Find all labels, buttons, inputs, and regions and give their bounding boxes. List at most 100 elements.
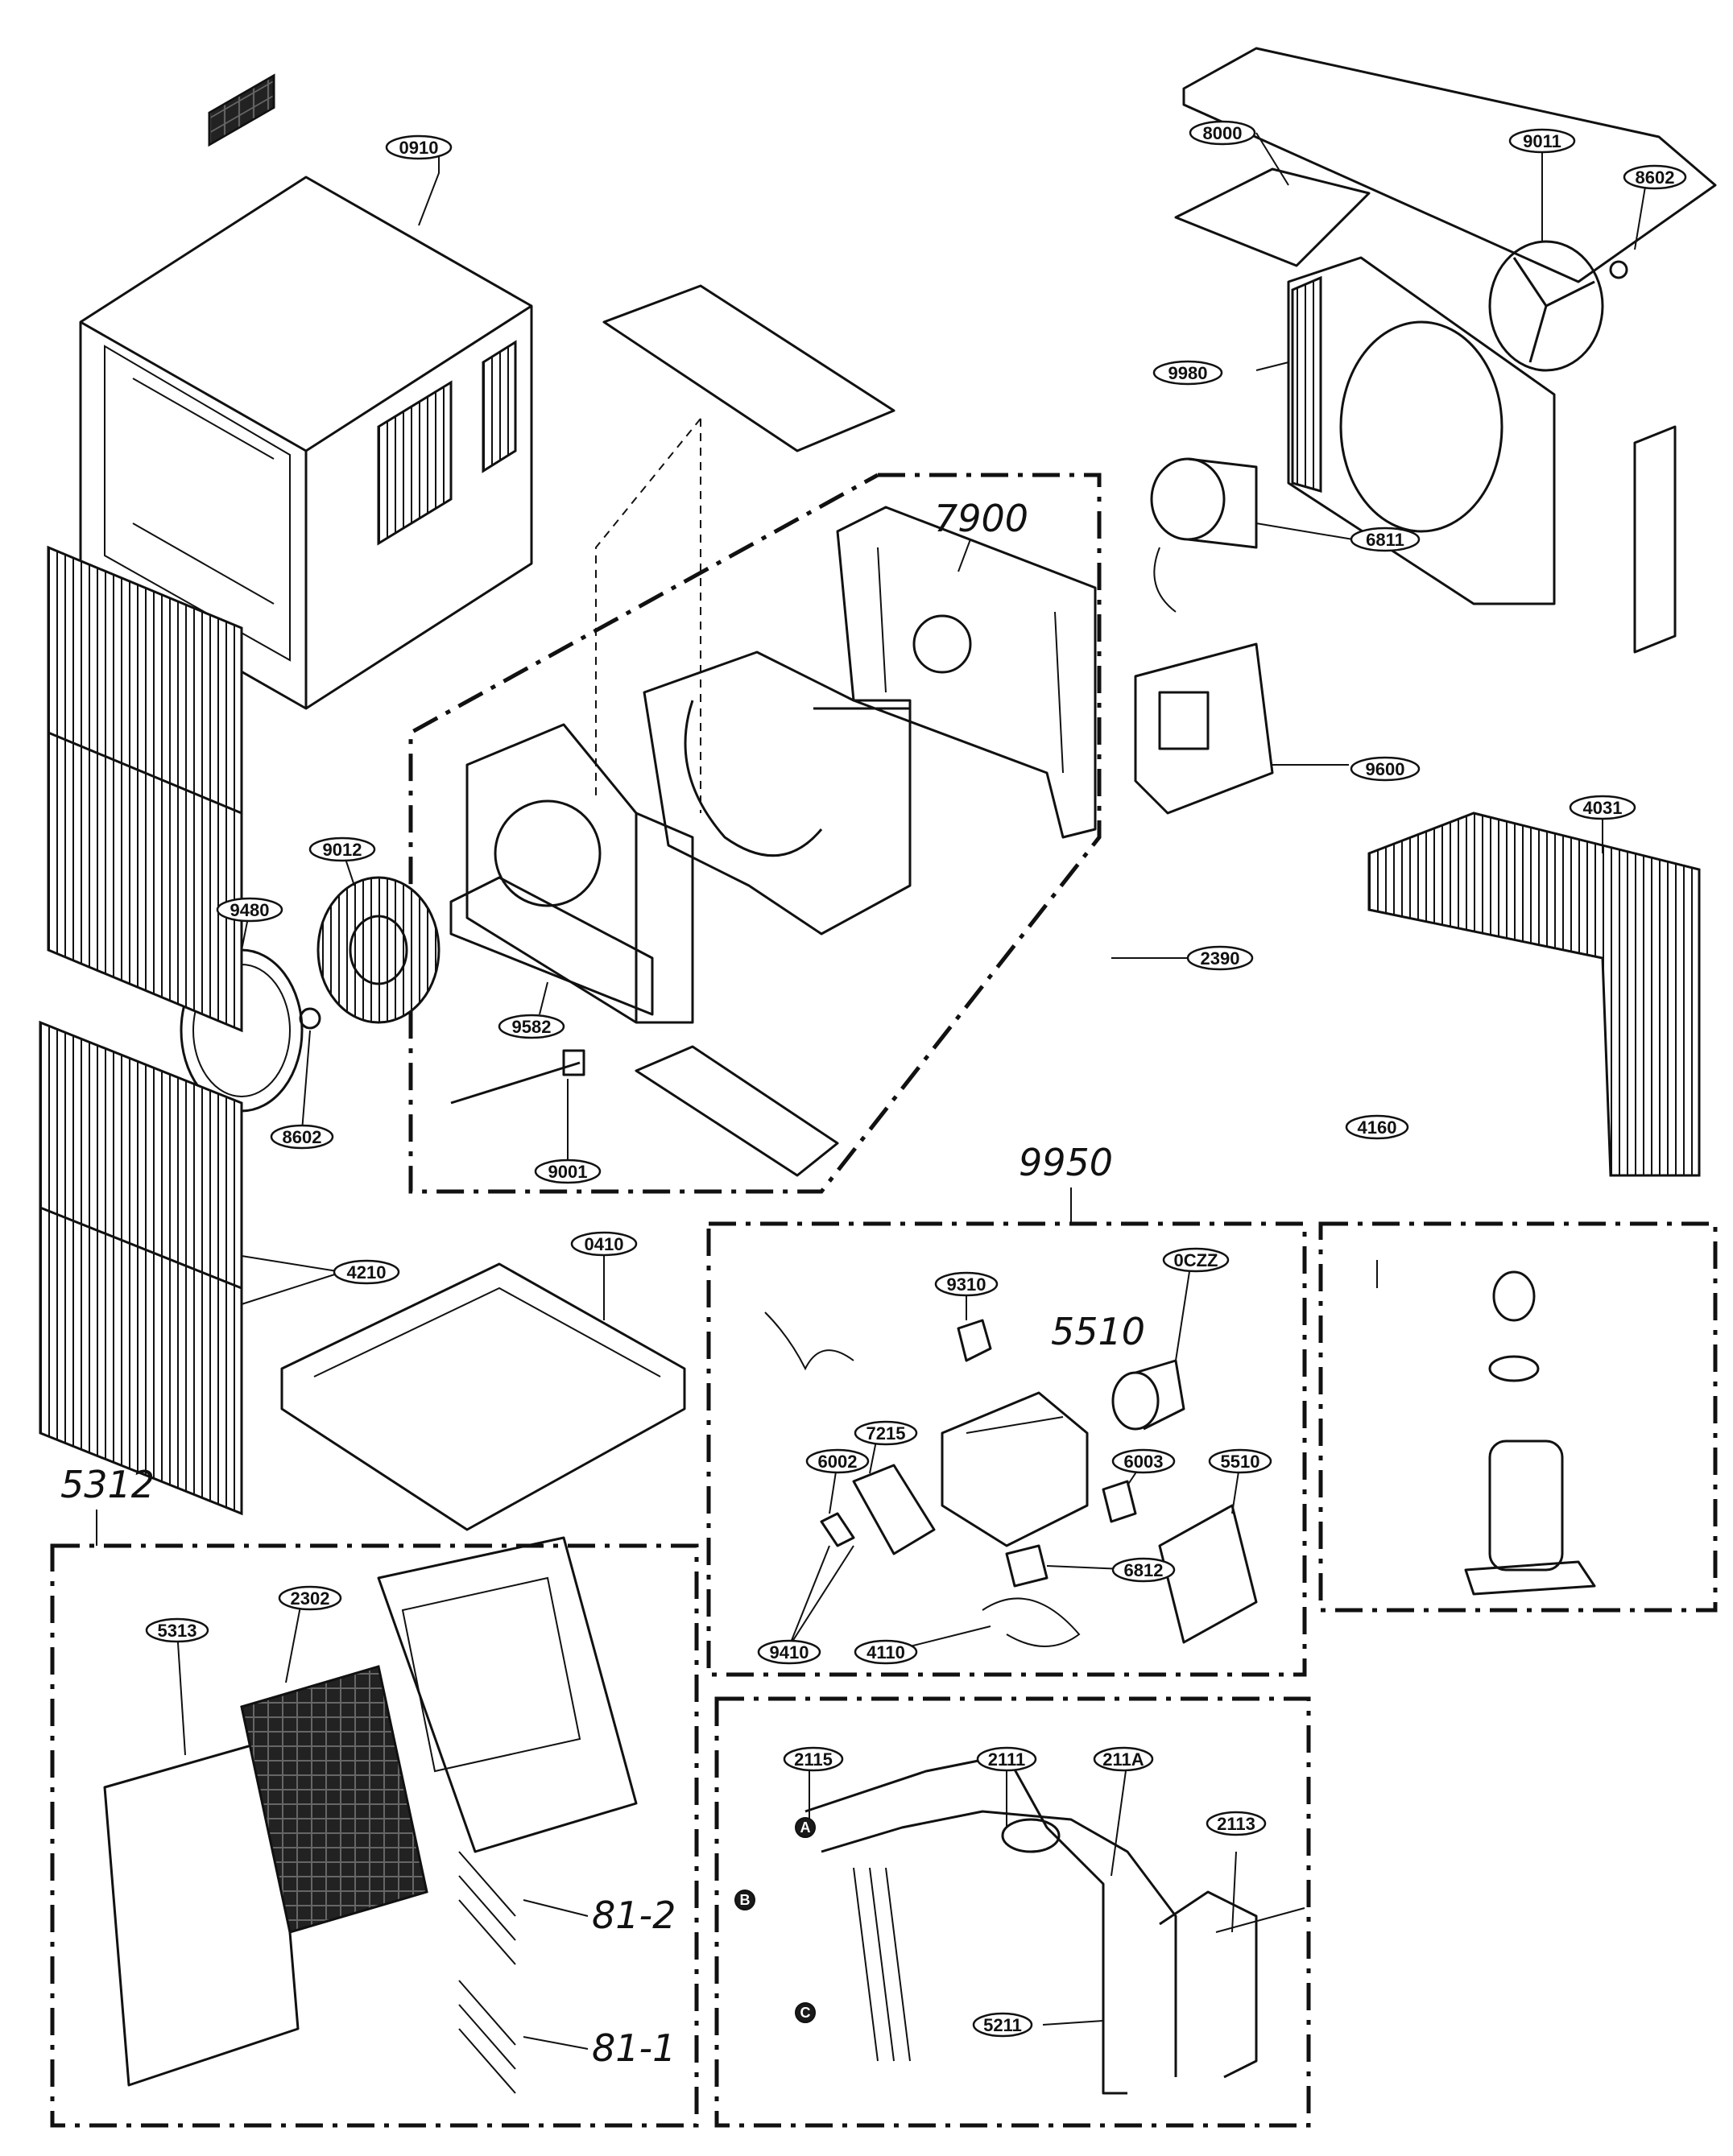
component-6003 [1102, 1480, 1137, 1523]
callout-0910: 0910 [385, 134, 453, 160]
svg-text:5510: 5510 [1221, 1452, 1260, 1472]
svg-text:4210: 4210 [347, 1262, 387, 1282]
svg-text:9012: 9012 [323, 840, 362, 860]
blower-wheel-9012 [316, 876, 440, 1024]
front-frame [377, 1536, 638, 1853]
callout-6811: 6811 [1350, 527, 1421, 552]
drain-pan [635, 1045, 839, 1177]
svg-text:9001: 9001 [548, 1162, 588, 1182]
svg-text:4031: 4031 [1583, 798, 1623, 818]
callout-9980: 9980 [1152, 360, 1223, 386]
svg-text:9980: 9980 [1168, 363, 1208, 383]
harness-left [764, 1311, 854, 1371]
filter-2302 [240, 1665, 428, 1934]
callout-211A: 211A [1093, 1746, 1154, 1772]
tube-holder-9001 [450, 1061, 581, 1105]
piping-assembly [804, 1753, 1305, 2095]
nut-8602-top [1609, 260, 1628, 279]
handwritten-81-1: 81-1 [592, 2026, 676, 2070]
front-grille-5313 [103, 1737, 300, 2087]
svg-text:5211: 5211 [983, 2015, 1022, 2035]
nut-8602-left [299, 1007, 321, 1030]
louver-81-2 [458, 1851, 516, 1965]
group-piping-outline [714, 1696, 1311, 2128]
louver-81-1 [458, 1980, 516, 2094]
callout-7215: 7215 [854, 1420, 918, 1446]
callout-9011: 9011 [1508, 128, 1576, 154]
handwritten-7900: 7900 [934, 497, 1028, 540]
svg-text:2115: 2115 [794, 1749, 833, 1770]
svg-text:4110: 4110 [866, 1642, 905, 1662]
svg-text:8000: 8000 [1203, 123, 1243, 143]
svg-text:6811: 6811 [1366, 530, 1404, 550]
group-5312-outline [50, 1543, 699, 2128]
svg-text:5313: 5313 [158, 1621, 197, 1641]
callout-9012: 9012 [308, 836, 376, 862]
callout-2113: 2113 [1206, 1811, 1267, 1836]
harness-4110 [982, 1597, 1081, 1647]
svg-text:9480: 9480 [230, 900, 270, 920]
callout-8602-top: 8602 [1623, 164, 1687, 190]
svg-text:9011: 9011 [1523, 131, 1561, 151]
callout-2111: 2111 [976, 1746, 1037, 1772]
switch-9310 [957, 1319, 992, 1362]
callout-6003: 6003 [1111, 1448, 1176, 1474]
group-4160-outline [1318, 1221, 1718, 1613]
compressor-4160 [1464, 1270, 1596, 1596]
callout-4160: 4160 [1345, 1114, 1409, 1140]
pipe-marker-b-label: B [740, 1892, 751, 1908]
svg-text:7215: 7215 [866, 1423, 906, 1444]
top-plate-guide [595, 418, 701, 813]
callout-2390: 2390 [1186, 945, 1254, 971]
svg-text:9310: 9310 [947, 1274, 986, 1295]
pipe-marker-c [795, 2002, 816, 2023]
barrier-panel [836, 506, 1097, 839]
relay-7215 [852, 1464, 936, 1555]
cover-top-right [1182, 47, 1717, 283]
cover-5510 [1158, 1504, 1258, 1644]
pipe-marker-c-label: C [800, 2005, 811, 2021]
svg-text:0410: 0410 [585, 1234, 624, 1254]
svg-text:2111: 2111 [988, 1749, 1026, 1770]
callout-4031: 4031 [1569, 795, 1636, 820]
condenser-coil-4031 [1367, 812, 1701, 1177]
handwritten-5510: 5510 [1051, 1310, 1145, 1353]
handwritten-5312: 5312 [60, 1463, 155, 1506]
knob-9410 [820, 1512, 855, 1547]
group-9950-outline [706, 1221, 1307, 1677]
handwritten-81-2: 81-2 [592, 1894, 676, 1937]
leader-lines [176, 132, 1648, 2026]
handwritten-9950: 9950 [1019, 1141, 1113, 1184]
callout-9480: 9480 [216, 897, 283, 923]
motor-mount-9600 [1134, 642, 1274, 815]
scroll-housing [643, 651, 912, 936]
svg-text:211A: 211A [1102, 1749, 1144, 1770]
svg-text:8602: 8602 [1636, 167, 1675, 188]
capacitor-0CZZ [1111, 1359, 1185, 1431]
svg-text:6002: 6002 [818, 1452, 858, 1472]
callout-0410: 0410 [570, 1231, 638, 1257]
fan-blade-9011 [1488, 240, 1604, 372]
group-2390-outline [408, 473, 1102, 1194]
callout-4110: 4110 [854, 1639, 918, 1665]
callout-6002: 6002 [805, 1448, 870, 1474]
callout-5211: 5211 [972, 2012, 1033, 2038]
callout-2115: 2115 [783, 1746, 844, 1772]
base-pan-inner [313, 1287, 661, 1377]
callout-6812: 6812 [1111, 1557, 1176, 1583]
tube-holder-clip [562, 1049, 585, 1076]
svg-text:0910: 0910 [399, 138, 439, 158]
svg-text:6003: 6003 [1124, 1452, 1164, 1472]
svg-text:6812: 6812 [1124, 1560, 1164, 1580]
svg-text:9600: 9600 [1366, 759, 1405, 779]
svg-text:2302: 2302 [291, 1588, 330, 1609]
callout-5510: 5510 [1208, 1448, 1272, 1474]
pipe-marker-a-label: A [800, 1819, 811, 1836]
motor-6811 [1150, 457, 1258, 613]
svg-text:9410: 9410 [770, 1642, 809, 1662]
thermostat-6812 [1005, 1544, 1048, 1588]
svg-text:8602: 8602 [283, 1127, 322, 1147]
callouts: 0910 8000 9011 8602 9980 6811 9600 4031 … [145, 120, 1687, 2038]
leader-81-2 [523, 1899, 589, 1917]
plate-8000 [1174, 167, 1371, 267]
